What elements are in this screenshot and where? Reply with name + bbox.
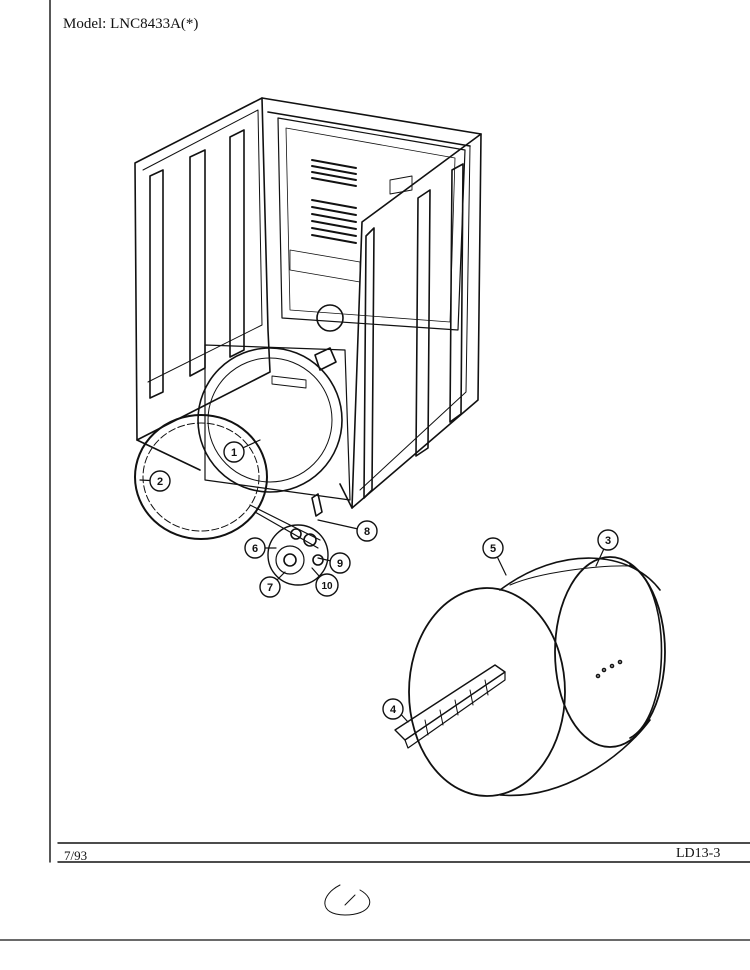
revision-date: 7/93	[64, 848, 88, 863]
callout-9	[329, 552, 351, 574]
drum-drawing	[394, 556, 666, 797]
model-title: Model: LNC8433A(*)	[63, 16, 199, 32]
cabinet-drawing	[134, 97, 482, 586]
callout-label-4: 4	[390, 704, 397, 716]
callout-4	[382, 698, 404, 720]
callout-6	[244, 537, 266, 559]
callout-label-3: 3	[605, 535, 611, 547]
page-border	[0, 0, 750, 941]
callout-5	[482, 537, 504, 559]
callout-label-5: 5	[490, 543, 496, 555]
handwritten-scribble	[324, 884, 371, 916]
callout-1	[223, 441, 245, 463]
callout-2	[149, 470, 171, 492]
callout-label-10: 10	[321, 581, 333, 592]
callout-10	[315, 573, 339, 597]
callout-label-6: 6	[252, 543, 258, 555]
callout-label-8: 8	[364, 526, 370, 538]
callout-label-2: 2	[157, 476, 163, 488]
callout-3	[597, 529, 619, 551]
callout-leaders	[139, 439, 609, 723]
callout-label-7: 7	[267, 582, 273, 594]
callout-label-9: 9	[337, 558, 343, 570]
callout-8	[356, 520, 378, 542]
page-code: LD13-3	[676, 846, 721, 861]
callout-7	[259, 576, 281, 598]
callout-label-1: 1	[231, 447, 237, 459]
